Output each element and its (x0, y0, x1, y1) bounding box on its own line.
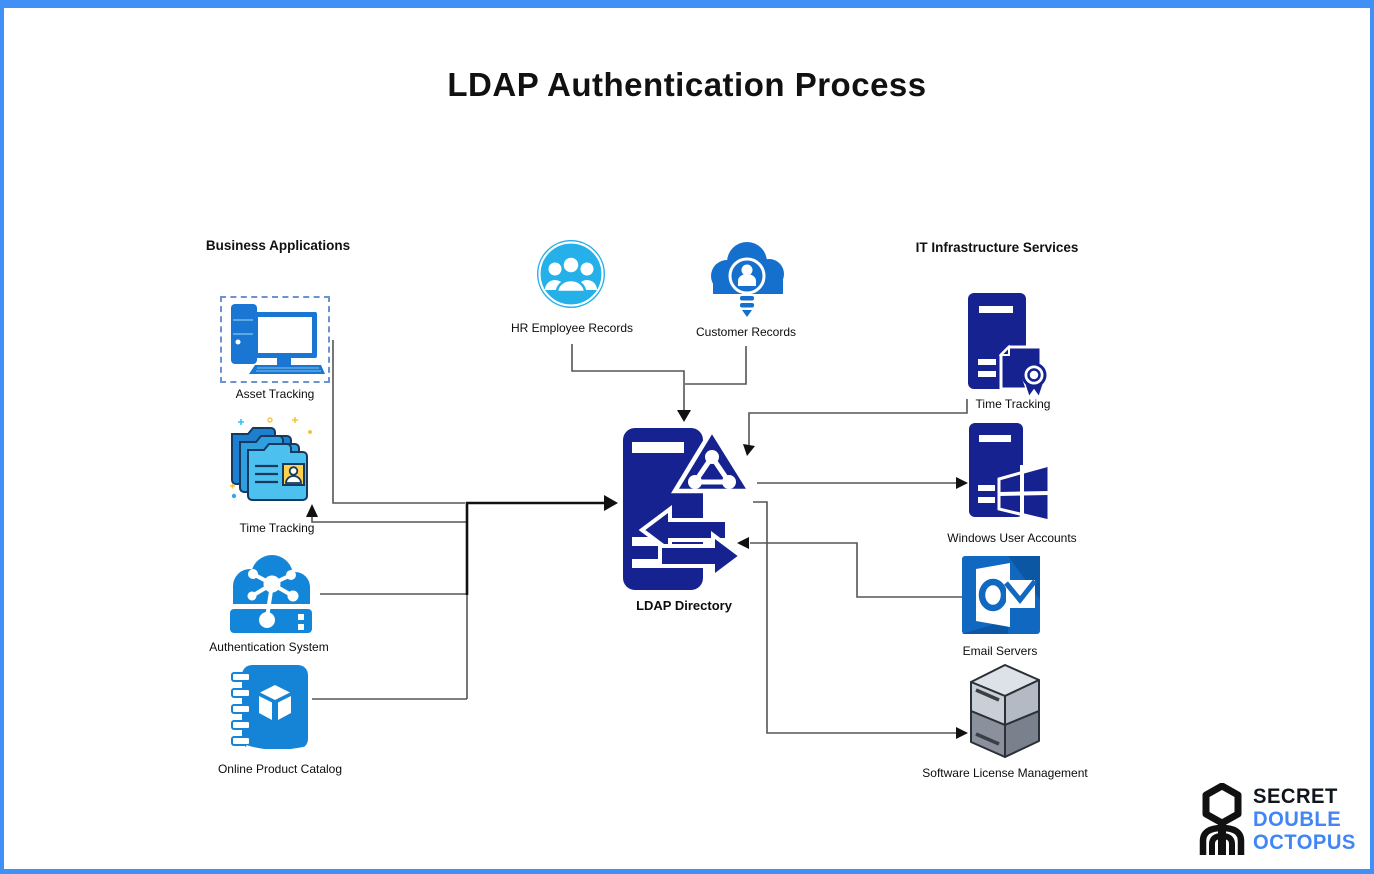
directory-server-icon (623, 425, 755, 590)
windows-user-accounts-label: Windows User Accounts (947, 531, 1077, 545)
arrowhead-down-ldap-top (677, 410, 691, 422)
network-triangle-badge (671, 425, 755, 494)
page-border-top (0, 0, 1374, 8)
edge-ldap-to-slm (753, 501, 956, 734)
page-border-bottom (0, 869, 1374, 874)
time-tracking-left-label: Time Tracking (239, 521, 315, 535)
edge-email-to-ldap (750, 542, 962, 598)
software-license-management-label: Software License Management (922, 766, 1088, 780)
ldap-directory-label: LDAP Directory (636, 598, 732, 613)
people-group-icon (537, 240, 605, 308)
arrowhead-into-timetracking-left (306, 504, 318, 517)
sparkle-decorations (230, 417, 312, 499)
cloud-network-icon (230, 555, 312, 633)
edge-bus-to-ldap-thick (465, 501, 608, 595)
secret-double-octopus-logo: SECRET DOUBLE OCTOPUS (1196, 783, 1366, 863)
asset-tracking-label: Asset Tracking (235, 387, 315, 401)
octopus-icon (1199, 783, 1245, 855)
desktop-computer-icon (231, 304, 325, 374)
logo-word-double: DOUBLE (1253, 807, 1342, 831)
edge-customer-to-ldap (685, 346, 747, 385)
hr-employee-records-label: HR Employee Records (510, 321, 634, 335)
page-border-left (0, 0, 4, 874)
authentication-system-label: Authentication System (209, 640, 329, 654)
catalog-book-icon (231, 665, 309, 754)
ribbon-seal (1021, 362, 1047, 397)
customer-records-label: Customer Records (695, 325, 797, 339)
server-certificate-icon (968, 293, 1047, 397)
email-servers-label: Email Servers (962, 644, 1038, 658)
outlook-mail-icon (962, 556, 1040, 634)
edge-timetracking-right-to-ldap (748, 399, 968, 445)
server-tower-3d-icon (970, 664, 1040, 758)
edge-asset-to-bus (332, 340, 465, 504)
asset-tracking-node (220, 296, 330, 383)
business-applications-header: Business Applications (205, 238, 351, 253)
logo-word-secret: SECRET (1253, 784, 1338, 808)
edge-bus-to-timetracking-left (311, 508, 467, 523)
logo-word-octopus: OCTOPUS (1253, 830, 1356, 854)
server-windows-icon (969, 423, 1051, 523)
cloud-person-bulb-icon (711, 242, 784, 317)
online-product-catalog-label: Online Product Catalog (217, 762, 343, 776)
it-infrastructure-header: IT Infrastructure Services (915, 240, 1079, 255)
page-border-right (1370, 0, 1374, 874)
arrow-right-glyph (658, 531, 745, 581)
contact-folders-icon (230, 417, 312, 501)
windows-flag (997, 463, 1051, 523)
diagram-title: LDAP Authentication Process (447, 66, 927, 103)
edge-hr-to-ldap (571, 344, 685, 411)
time-tracking-right-label: Time Tracking (975, 397, 1051, 411)
